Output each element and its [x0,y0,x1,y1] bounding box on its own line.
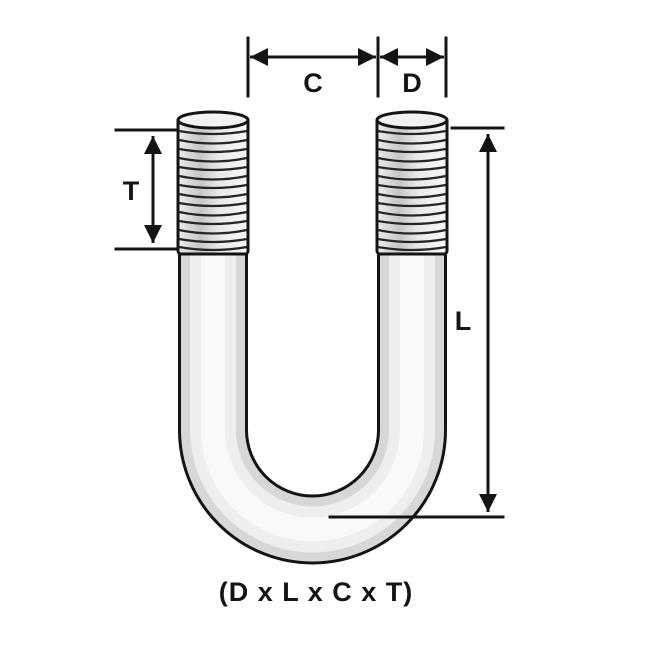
dimension-label-d: D [402,68,422,98]
u-bolt [178,200,447,565]
threaded-end-right [375,110,449,256]
dimension-d: D [380,36,448,98]
u-bolt-highlight [201,200,424,542]
dimension-c: C [246,36,380,98]
dimension-label-t: T [123,176,140,206]
caption: (D x L x C x T) [219,577,414,607]
dimension-label-l: L [455,306,472,336]
dimension-label-c: C [303,68,323,98]
threaded-end-left [176,110,250,256]
dimension-l: L [328,126,505,519]
dimension-t: T [114,128,177,251]
